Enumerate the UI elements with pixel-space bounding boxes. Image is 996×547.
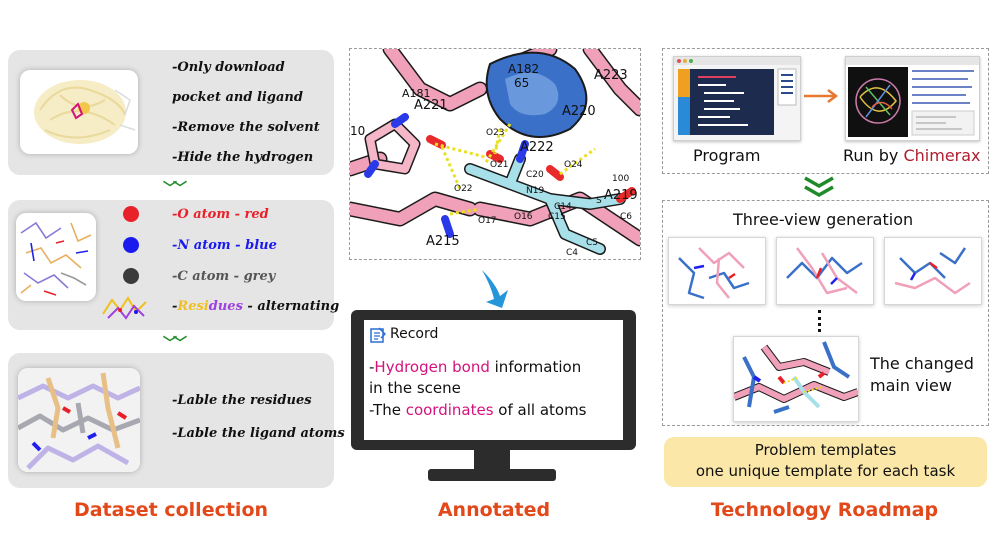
monitor-screen [364,320,623,440]
view-thumbnail-3 [884,237,982,305]
view-3-image [894,247,971,295]
arrow-down-icon [482,270,508,308]
colored-structure-thumbnail [16,213,96,301]
step1-line-4: -Hide the hydrogen [172,150,314,165]
label-o17: O17 [478,216,497,226]
double-chevron-down-icon [804,176,834,198]
step1-line-1: -Only download [172,60,285,75]
label-a222: A222 [520,140,554,155]
record-line-1-prefix: - [369,358,375,376]
label-a219: A219 [604,188,638,203]
view-2-image [786,247,863,295]
label-o24: O24 [564,160,583,170]
label-c6: C6 [620,212,632,222]
o-atom-dot [123,206,139,222]
label-a181: A181 [402,87,431,100]
chevron-down-icon: ﹀﹀ [163,181,187,197]
labeled-structure-thumbnail [18,368,140,472]
changed-main-view-image [732,341,860,414]
pocket-ligand-image [34,80,136,144]
pocket-thumbnail [20,70,138,154]
chevron-down-icon: ﹀﹀ [163,336,187,352]
label-65: 65 [514,76,529,90]
label-s: S [596,196,602,206]
label-c4: C4 [566,248,578,258]
n-atom-dot [123,237,139,253]
atom-colored-structure-image [20,221,92,296]
program-window [673,56,801,141]
label-c15: C15 [548,212,566,222]
roadmap-top-box [662,48,989,174]
step3-line-2: -Lable the ligand atoms [172,426,345,441]
label-o22: O22 [454,184,473,194]
step1-line-2: pocket and ligand [172,90,303,105]
monitor-base [428,469,556,481]
label-c20: C20 [526,170,544,180]
residues-legend: -Residues - alternating [172,299,339,314]
problem-templates-subtitle: one unique template for each task [695,462,956,480]
label-n19: N19 [526,186,544,196]
residue-chain-icon [102,296,147,320]
dataset-collection-title: Dataset collection [73,499,269,521]
view-thumbnail-2 [776,237,874,305]
run-by-label: Run by Chimerax [843,146,981,165]
hydrogen-bond-scene-image: A182 65 A223 A181 A221 10 O23 A222 A220 … [350,49,640,259]
coordinates-highlight: coordinates [405,401,494,419]
c-atom-dot [123,268,139,284]
record-line-3-prefix: -The [369,401,406,419]
label-o21: O21 [490,160,509,170]
chimerax-render-image [846,57,979,137]
monitor-neck [474,450,510,470]
hydrogen-bond-highlight: Hydrogen bond [374,358,490,376]
record-line-3: -The coordinates of all atoms [369,401,587,419]
label-a182: A182 [508,62,539,76]
label-c5: C5 [586,238,598,248]
ellipsis-vertical-icon [818,310,825,332]
c-atom-legend: -C atom - grey [172,269,276,284]
program-label: Program [693,146,761,165]
record-label: Record [390,326,439,342]
label-o16: O16 [514,212,533,222]
problem-templates-box [664,437,987,487]
label-a220: A220 [562,104,596,119]
residues-legend-part-b: dues [208,299,243,314]
record-line-1-rest: information [489,358,582,376]
label-a221: A221 [414,98,448,113]
arrow-right-icon [804,89,839,103]
record-line-1: -Hydrogen bond information [369,358,581,376]
three-view-box [662,200,989,426]
label-c14: C14 [554,202,572,212]
label-o23: O23 [486,128,505,138]
three-view-label: Three-view generation [733,210,914,229]
program-code-image [674,57,800,135]
label-10: 10 [350,124,365,138]
view-thumbnail-1 [668,237,766,305]
step3-line-1: -Lable the residues [172,393,312,408]
labeled-residues-image [18,368,140,472]
n-atom-legend: -N atom - blue [172,238,277,253]
residues-legend-suffix: - alternating [242,299,340,314]
problem-templates-title: Problem templates [754,441,897,459]
label-100: 100 [612,174,629,184]
residues-legend-part-a: Resi [177,299,209,314]
annotated-scene-frame: A182 65 A223 A181 A221 10 O23 A222 A220 … [349,48,641,260]
technology-roadmap-title: Technology Roadmap [710,499,939,521]
label-a223: A223 [594,68,628,83]
record-line-2: in the scene [369,379,461,397]
chimerax-highlight: Chimerax [903,146,981,165]
record-line-3-rest: of all atoms [493,401,587,419]
step1-line-3: -Remove the solvent [172,120,320,135]
chimerax-window [845,56,980,141]
annotated-title: Annotated [437,499,551,521]
residues-legend-prefix: - [172,299,178,314]
label-a215: A215 [426,234,460,249]
notepad-icon [370,327,386,343]
view-1-image [678,247,750,300]
changed-main-view-thumbnail [732,336,860,422]
changed-view-line-2: main view [870,376,952,395]
run-by-prefix: Run by [843,146,904,165]
o-atom-legend: -O atom - red [172,207,269,222]
changed-view-line-1: The changed [870,354,974,373]
